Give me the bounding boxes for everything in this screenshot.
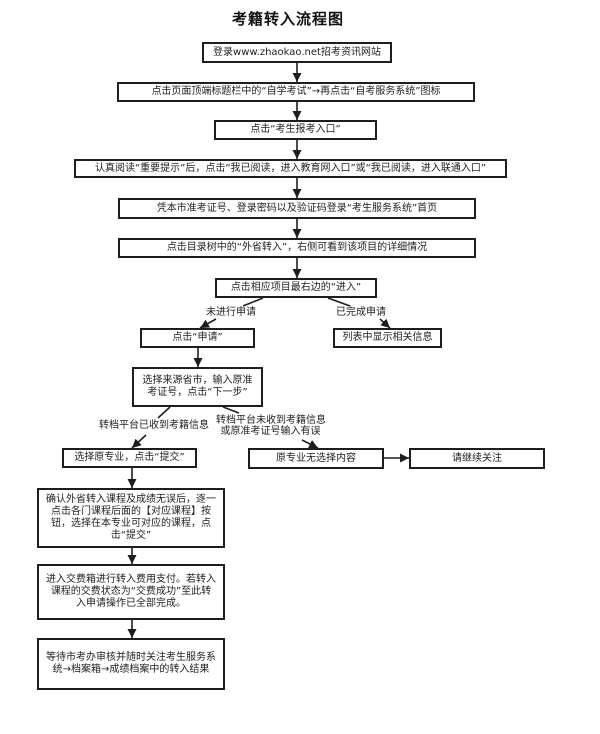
step-text: 认真阅读“重要提示”后，点击“我已阅读，进入教育网入口”或“我已阅读，进入联通入…: [94, 162, 487, 174]
branch-line-received-top: [157, 406, 171, 419]
step-login-service-system: 凭本市准考证号、登录密码以及验证码登录“考生服务系统”首页: [118, 198, 476, 219]
step-text-line: 入申请操作已全部完成。: [76, 598, 186, 609]
step-await-review: 等待市考办审核并随时关注考生服务系 统→档案箱→成绩档案中的转入结果: [37, 638, 225, 690]
step-text: 点击相应项目最右边的“进入”: [230, 282, 362, 293]
step-click-apply: 点击“申请”: [140, 328, 255, 348]
branch-label-applied-done: 已完成申请: [336, 307, 386, 318]
branch-label-platform-received: 转档平台已收到考籍信息: [99, 420, 209, 431]
step-click-transfer-in: 点击目录树中的“外省转入”，右侧可看到该项目的详细情况: [118, 238, 476, 258]
branch-label-line: 或原准考证号输入有误: [220, 425, 321, 437]
step-select-province: 选择来源省市，输入原准 考证号，点击“下一步”: [132, 367, 263, 407]
branch-line-not-received-top: [222, 406, 240, 414]
step-text-line: 击“提交”: [110, 530, 152, 541]
step-keep-watching: 请继续关注: [409, 448, 545, 469]
branch-line-applied-top: [327, 297, 351, 307]
step-text: 点击“考生报考入口”: [250, 124, 341, 135]
step-text-line: 等待市考办审核并随时关注考生服务系: [46, 652, 216, 663]
step-text: 登录www.zhaokao.net招考资讯网站: [213, 46, 381, 58]
step-text: 请继续关注: [452, 452, 502, 464]
branch-label-line: 转档平台未收到考籍信息: [216, 415, 326, 426]
step-read-notice: 认真阅读“重要提示”后，点击“我已阅读，进入教育网入口”或“我已阅读，进入联通入…: [74, 159, 507, 178]
branch-line-not-applied-top: [242, 297, 264, 307]
step-confirm-courses: 确认外省转入课程及成绩无误后，逐一 点击各门课程后面的【对应课程】按 钮，选择在…: [37, 488, 225, 548]
step-text-line: 统→档案箱→成绩档案中的转入结果: [52, 664, 210, 675]
step-text: 原专业无选择内容: [276, 452, 356, 464]
branch-label-platform-not-received: 转档平台未收到考籍信息 或原准考证号输入有误: [216, 415, 326, 437]
step-text-line: 考证号，点击“下一步”: [147, 387, 248, 398]
step-text: 点击“申请”: [172, 332, 223, 343]
step-text: 列表中显示相关信息: [342, 332, 433, 343]
branch-arrow-received: [131, 434, 147, 449]
step-text-line: 钮，选择在本专业可对应的课程，点: [51, 518, 211, 529]
branch-arrow-not-received: [301, 439, 319, 449]
step-no-major-content: 原专业无选择内容: [248, 448, 384, 469]
branch-arrow-not-applied: [199, 318, 217, 329]
step-select-original-major: 选择原专业，点击“提交”: [62, 448, 197, 468]
step-text-line: 选择来源省市，输入原准: [142, 375, 253, 386]
step-list-shows-info: 列表中显示相关信息: [333, 328, 442, 348]
step-text: 选择原专业，点击“提交”: [74, 452, 185, 463]
branch-label-not-applied: 未进行申请: [206, 307, 256, 318]
step-text-line: 确认外省转入课程及成绩无误后，逐一: [46, 494, 216, 505]
step-text: 点击目录树中的“外省转入”，右侧可看到该项目的详细情况: [166, 242, 428, 253]
step-click-registration-entry: 点击“考生报考入口”: [214, 120, 377, 140]
step-text: 点击页面顶端标题栏中的“自学考试”→再点击“自考服务系统”图标: [151, 86, 441, 97]
step-login-website: 登录www.zhaokao.net招考资讯网站: [202, 42, 392, 63]
step-click-selfstudy-exam: 点击页面顶端标题栏中的“自学考试”→再点击“自考服务系统”图标: [117, 82, 475, 102]
step-text-line: 点击各门课程后面的【对应课程】按: [51, 506, 211, 517]
step-text: 凭本市准考证号、登录密码以及验证码登录“考生服务系统”首页: [156, 202, 438, 214]
step-text-line: 课程的交费状态为“交费成功”至此转: [50, 586, 212, 597]
step-pay-fee: 进入交费箱进行转入费用支付。若转入 课程的交费状态为“交费成功”至此转 入申请操…: [37, 564, 225, 620]
diagram-title: 考籍转入流程图: [231, 10, 344, 28]
step-text-line: 进入交费箱进行转入费用支付。若转入: [46, 574, 216, 585]
step-click-enter: 点击相应项目最右边的“进入”: [215, 278, 377, 298]
branch-arrow-applied: [379, 318, 391, 329]
